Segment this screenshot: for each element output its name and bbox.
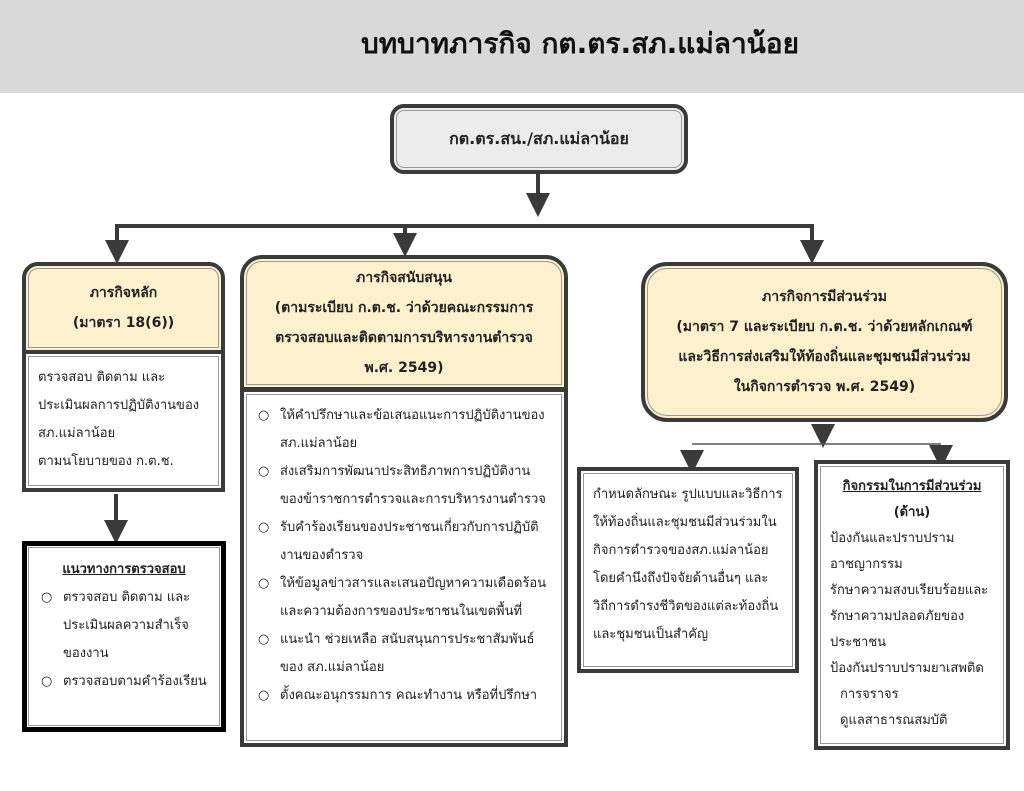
- main-subtitle: (มาตรา 18(6)): [72, 315, 175, 331]
- list-item: ป้องกันและปราบปรามอาชญากรรม: [830, 531, 955, 572]
- list-item: ตั้งคณะอนุกรรมการ คณะทำงาน หรือที่ปรึกษา: [256, 682, 552, 710]
- text-line: ตรวจสอบ ติดตาม และ: [38, 370, 166, 385]
- list-item: ส่งเสริมการพัฒนาประสิทธิภาพการปฏิบัติงาน…: [256, 458, 552, 514]
- activities-box: กิจกรรมในการมีส่วนร่วม (ด้าน) ป้องกันและ…: [814, 460, 1010, 750]
- list-item: ให้ข้อมูลข่าวสารและเสนอปัญหาความเดือดร้อ…: [256, 570, 552, 626]
- guideline-title: แนวทางการตรวจสอบ: [62, 562, 186, 577]
- main-title: ภารกิจหลัก: [89, 285, 158, 301]
- text-line: ในกิจการตำรวจ พ.ศ. 2549): [733, 379, 916, 395]
- activities-subtitle: (ด้าน): [893, 505, 931, 520]
- root-box: กต.ตร.สน./สภ.แม่ลาน้อย: [390, 104, 688, 174]
- guideline-box: แนวทางการตรวจสอบ ตรวจสอบ ติดตาม และประเม…: [22, 541, 226, 732]
- main-mission-body: ตรวจสอบ ติดตาม และ ประเมินผลการปฏิบัติงา…: [22, 350, 225, 492]
- list-item: รักษาความสงบเรียบร้อยและรักษาความปลอดภัย…: [830, 583, 989, 650]
- list-item: ดูแลสาธารณสมบัติ: [840, 713, 948, 728]
- support-mission-header: ภารกิจสนับสนุน (ตามระเบียบ ก.ต.ช. ว่าด้ว…: [240, 255, 568, 391]
- participation-title: ภารกิจการมีส่วนร่วม: [762, 289, 887, 305]
- text-line: สภ.แม่ลาน้อย: [38, 426, 116, 441]
- page-title: บทบาทภารกิจ กต.ตร.สภ.แม่ลาน้อย: [360, 27, 800, 60]
- text-line: ประเมินผลการปฏิบัติงานของ: [38, 398, 200, 413]
- activities-title: กิจกรรมในการมีส่วนร่วม: [842, 479, 982, 494]
- text-line: พ.ศ. 2549): [364, 360, 444, 376]
- root-label: กต.ตร.สน./สภ.แม่ลาน้อย: [449, 129, 629, 148]
- define-box: กำหนดลักษณะ รูปแบบและวิธีการให้ท้องถิ่นแ…: [577, 467, 799, 673]
- list-item: ตรวจสอบ ติดตาม และประเมินผลความสำเร็จของ…: [39, 584, 209, 668]
- support-mission-body: ให้คำปรึกษาและข้อเสนอแนะการปฏิบัติงานของ…: [240, 388, 568, 747]
- list-item: ป้องกันปราบปรามยาเสพติด: [830, 661, 984, 676]
- list-item: ให้คำปรึกษาและข้อเสนอแนะการปฏิบัติงานของ…: [256, 402, 552, 458]
- text-line: (ตามระเบียบ ก.ต.ช. ว่าด้วยคณะกรรมการ: [274, 300, 534, 316]
- list-item: แนะนำ ช่วยเหลือ สนับสนุนการประชาสัมพันธ์…: [256, 626, 552, 682]
- list-item: รับคำร้องเรียนของประชาชนเกี่ยวกับการปฏิบ…: [256, 514, 552, 570]
- main-mission-header: ภารกิจหลัก (มาตรา 18(6)): [22, 262, 225, 354]
- text-line: (มาตรา 7 และระเบียบ ก.ต.ช. ว่าด้วยหลักเก…: [676, 319, 973, 335]
- participation-mission-header: ภารกิจการมีส่วนร่วม (มาตรา 7 และระเบียบ …: [641, 262, 1008, 422]
- text-line: ตามนโยบายของ ก.ต.ช.: [38, 454, 174, 469]
- define-text: กำหนดลักษณะ รูปแบบและวิธีการให้ท้องถิ่นแ…: [593, 487, 783, 642]
- support-title: ภารกิจสนับสนุน: [356, 270, 452, 286]
- header-band: [0, 0, 1024, 93]
- text-line: ตรวจสอบและติดตามการบริหารงานตำรวจ: [275, 330, 533, 346]
- list-item: การจราจร: [840, 687, 899, 702]
- text-line: และวิธีการส่งเสริมให้ท้องถิ่นและชุมชนมีส…: [678, 349, 971, 365]
- list-item: ตรวจสอบตามคำร้องเรียน: [39, 668, 209, 696]
